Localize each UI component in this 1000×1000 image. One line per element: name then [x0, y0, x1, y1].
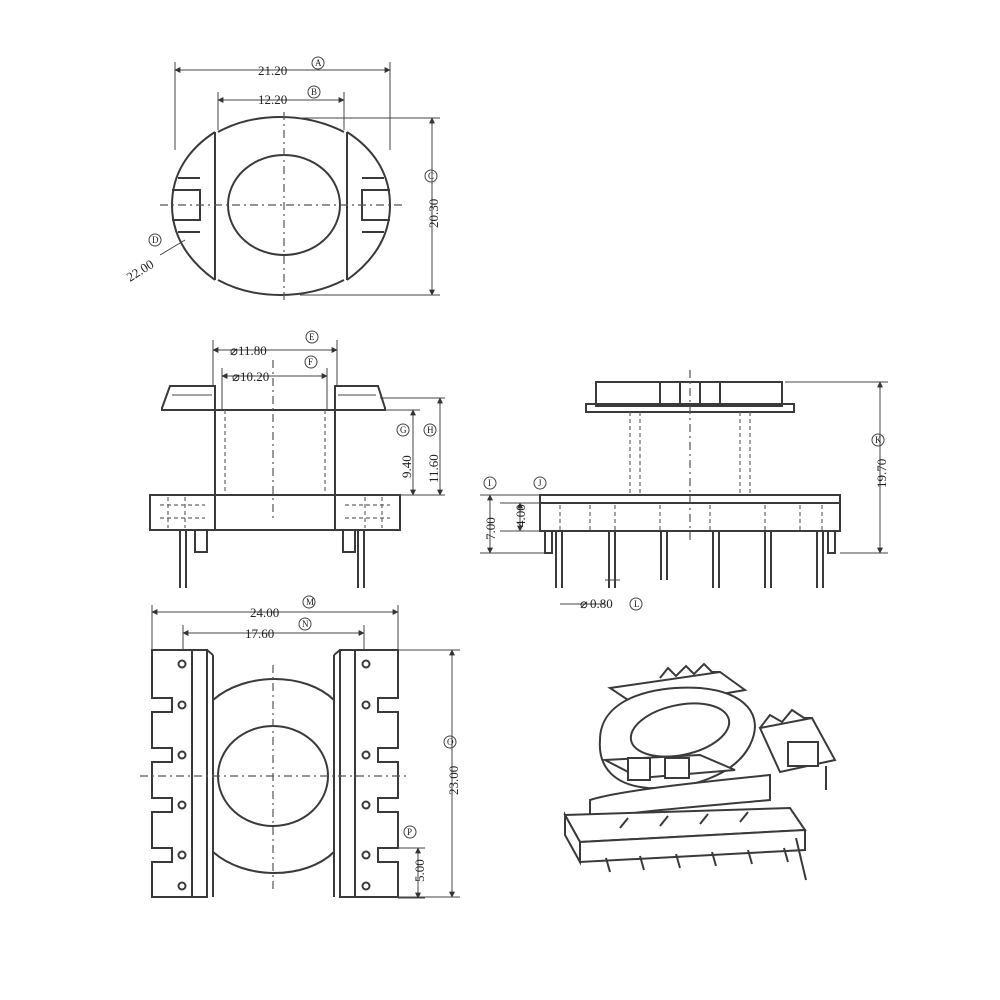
svg-text:⌀: ⌀ [230, 343, 238, 358]
tag-h: H [427, 425, 434, 435]
dim-top-diameter: 22.00 [124, 256, 157, 284]
dim-front-inner-dia: 10.20 [240, 369, 269, 384]
dim-front-flange-height: 11.60 [426, 454, 441, 483]
top-upper-arc [217, 116, 345, 133]
side-view [480, 370, 888, 605]
dim-side-pin-dia: 0.80 [590, 596, 613, 611]
tag-k: K [875, 435, 882, 445]
tag-c: C [428, 171, 434, 181]
tag-i: I [488, 478, 491, 488]
dim-side-base-height: 7.00 [483, 517, 498, 540]
dim-side-total-height: 19.70 [874, 459, 889, 488]
front-base [149, 494, 401, 531]
tag-n: N [302, 619, 309, 629]
tag-l: L [634, 599, 640, 609]
side-base [539, 494, 841, 532]
top-view [159, 62, 440, 300]
bottom-view [140, 605, 460, 899]
dim-front-winding-height: 9.40 [399, 455, 414, 478]
tag-a: A [315, 58, 322, 68]
svg-text:⌀: ⌀ [232, 369, 240, 384]
svg-text:⌀: ⌀ [580, 596, 588, 611]
dim-front-outer-dia: 11.80 [238, 343, 267, 358]
tag-b: B [311, 87, 317, 97]
dim-bottom-width-overall: 24.00 [250, 605, 279, 620]
dim-bottom-width-inner: 17.60 [245, 626, 274, 641]
tag-m: M [306, 597, 314, 607]
dim-top-width-overall: 21.20 [258, 63, 287, 78]
tag-f: F [308, 357, 313, 367]
dim-top-width-inner: 12.20 [258, 92, 287, 107]
front-view [149, 340, 445, 588]
dim-side-pin-shoulder: 4.00 [513, 504, 528, 527]
dim-bottom-length: 23.00 [446, 766, 461, 795]
isometric-view [563, 662, 837, 881]
tag-d: D [152, 235, 159, 245]
top-right-arc [346, 131, 392, 281]
dim-top-height: 20.30 [426, 199, 441, 228]
tag-o: O [447, 737, 454, 747]
tag-j: J [538, 478, 542, 488]
dim-bottom-pin-pitch: 5.00 [412, 859, 427, 882]
tag-p: P [407, 827, 412, 837]
top-left-arc [170, 131, 216, 281]
tag-e: E [309, 332, 315, 342]
bottom-left-comb [151, 649, 208, 898]
tag-g: G [400, 425, 407, 435]
bottom-right-comb [339, 649, 399, 898]
top-lower-arc [217, 279, 345, 296]
